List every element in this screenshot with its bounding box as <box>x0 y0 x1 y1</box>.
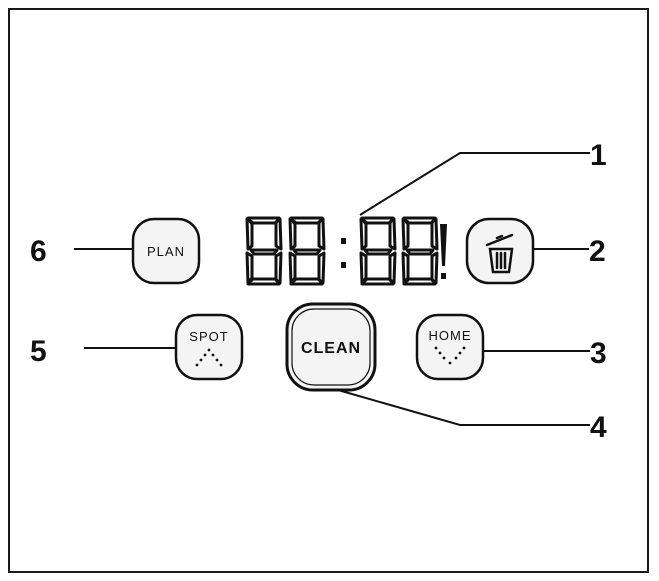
spot-pattern-icon <box>195 348 223 367</box>
clean-button[interactable]: CLEAN <box>285 302 377 392</box>
home-button[interactable]: HOME <box>415 313 485 381</box>
clean-button-label: CLEAN <box>301 340 361 357</box>
display-digit-2 <box>288 216 326 286</box>
home-button-label: HOME <box>429 328 472 343</box>
callout-number-2: 2 <box>589 235 606 268</box>
leader-line-4 <box>337 389 590 426</box>
callout-number-3: 3 <box>590 337 607 370</box>
home-dock-icon <box>434 346 466 365</box>
segment-display <box>245 216 447 286</box>
callout-number-6: 6 <box>30 235 47 268</box>
trash-can-icon <box>485 233 514 274</box>
display-alert-mark <box>440 224 447 279</box>
callout-number-5: 5 <box>30 335 47 368</box>
callout-number-1: 1 <box>590 139 607 172</box>
display-digit-3 <box>359 216 397 286</box>
leader-lines <box>74 152 590 426</box>
plan-button[interactable]: PLAN <box>131 217 201 285</box>
display-digit-1 <box>245 216 283 286</box>
display-colon <box>341 238 346 268</box>
display-digit-4 <box>401 216 439 286</box>
trash-button[interactable] <box>465 217 535 285</box>
spot-button[interactable]: SPOT <box>174 313 244 381</box>
spot-button-label: SPOT <box>189 329 228 344</box>
control-panel-frame <box>8 8 649 573</box>
leader-line-1 <box>359 152 590 216</box>
plan-button-label: PLAN <box>147 244 185 259</box>
callout-number-4: 4 <box>590 411 607 444</box>
